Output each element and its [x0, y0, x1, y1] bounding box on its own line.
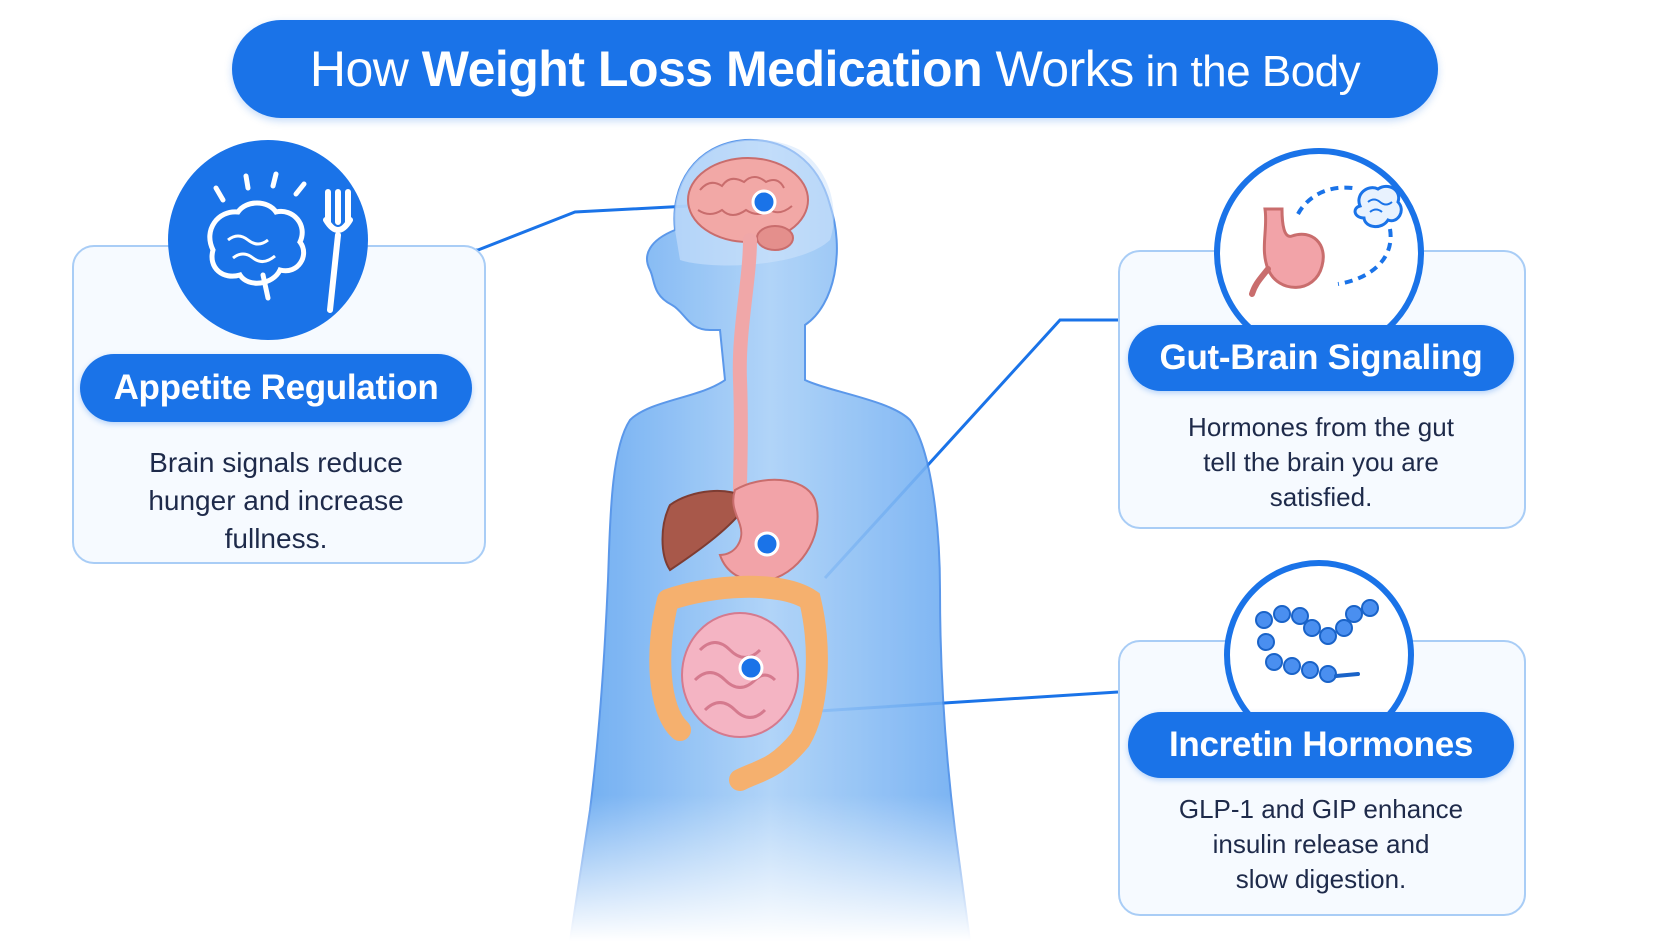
brain-and-fork-icon: [207, 171, 353, 313]
gut-brain-description: Hormones from the gut tell the brain you…: [1188, 412, 1454, 512]
stomach-brain-signal-icon: [1249, 184, 1403, 297]
gut-brain-icon-circle: [1214, 148, 1424, 358]
incretin-description: GLP-1 and GIP enhance insulin release an…: [1178, 794, 1464, 894]
peptide-chain-icon: [1255, 599, 1379, 683]
appetite-description: Brain signals reduce hunger and increase…: [148, 447, 404, 554]
incretin-heading: Incretin Hormones: [1128, 712, 1514, 778]
page-title: How Weight Loss Medication Works in the …: [309, 41, 1361, 97]
gut-brain-heading: Gut-Brain Signaling: [1128, 325, 1514, 391]
human-body-illustration: [560, 130, 980, 941]
title-banner: How Weight Loss Medication Works in the …: [232, 20, 1438, 118]
appetite-heading: Appetite Regulation: [80, 354, 472, 422]
appetite-icon-circle: [168, 140, 368, 340]
